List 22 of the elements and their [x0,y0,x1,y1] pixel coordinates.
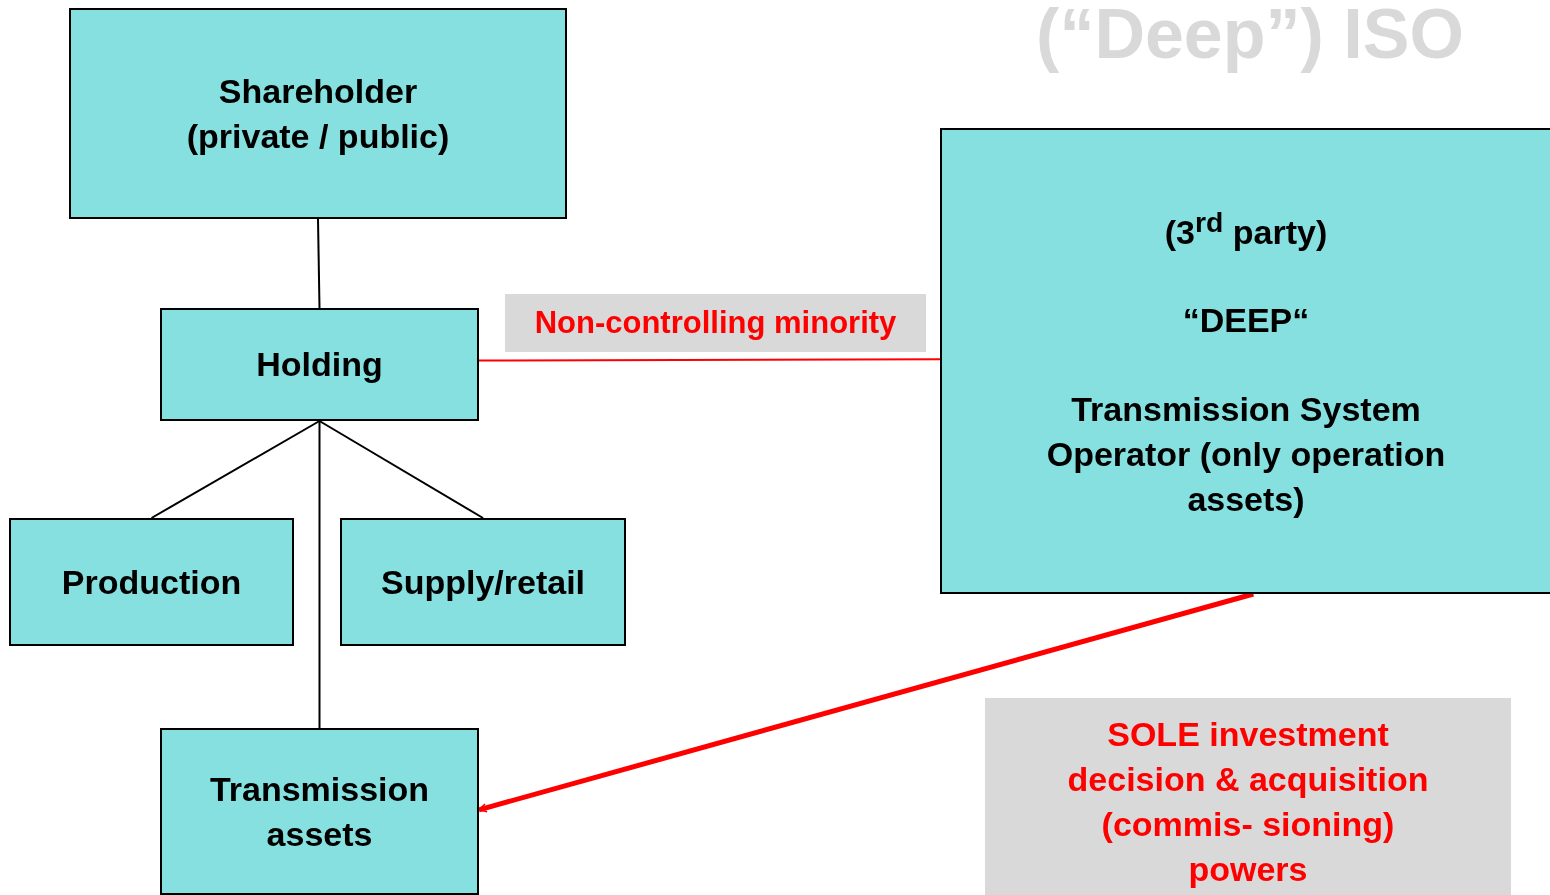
entity-box [9,518,294,646]
entity-box [940,128,1550,594]
edge-label: Non-controlling minority [505,294,926,352]
node-text: Shareholder (private / public) [185,70,451,157]
connector-line [318,420,321,729]
entity-box [160,728,479,895]
node-text: Transmission System Operator (only operation assets) [1045,388,1447,520]
node-text: Transmission assets [208,768,431,855]
node-text: Production [61,561,242,603]
connector-line [317,218,321,309]
connector-line [318,420,484,519]
node-text: Supply/retail [380,561,586,603]
connector-line [150,420,321,519]
entity-box [160,308,479,421]
note-box [985,698,1511,895]
entity-box [69,8,567,219]
entity-box [340,518,626,646]
note-text: SOLE investment decision & acquisition (commis- sioning) powers [1066,714,1430,890]
node-text: (3$^{rd}$ party) [1164,205,1328,254]
node-text: Holding [256,344,383,385]
connector-line [478,358,941,362]
node-text: “DEEP“ [1182,299,1310,341]
